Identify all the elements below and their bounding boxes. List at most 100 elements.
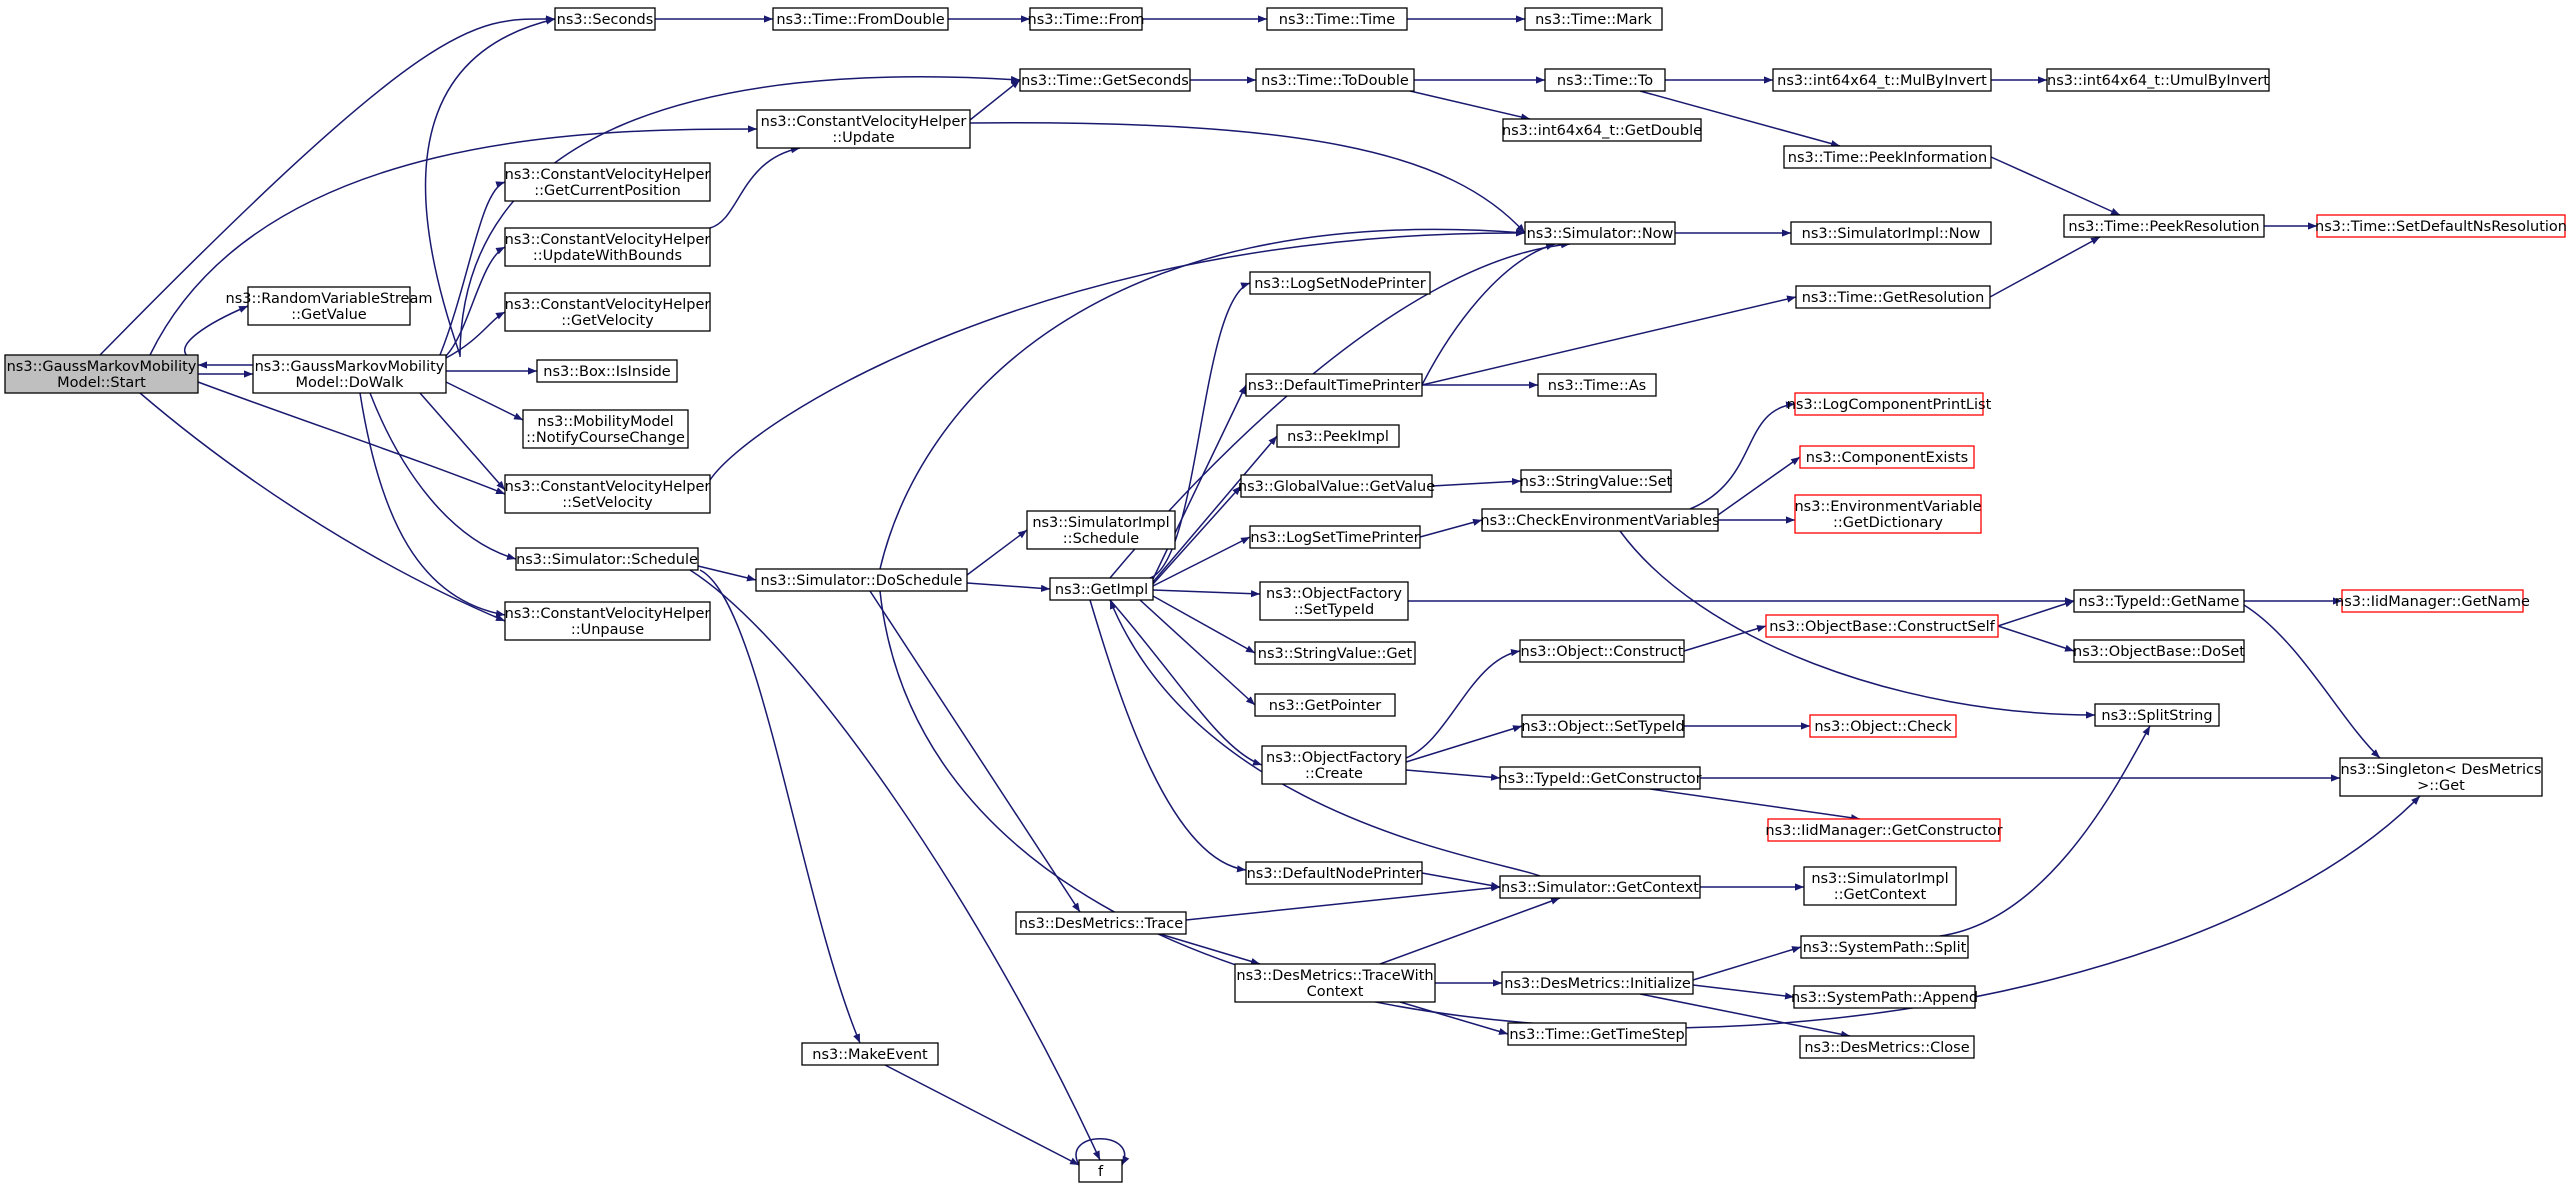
node-f[interactable]: f	[1078, 1159, 1123, 1183]
node-box	[1078, 1159, 1123, 1183]
node-mm[interactable]: ns3::MobilityModel::NotifyCourseChange	[522, 409, 689, 449]
node-box	[1502, 118, 1702, 142]
node-cvh_sv[interactable]: ns3::ConstantVelocityHelper::SetVelocity	[504, 474, 711, 514]
node-checkenv[interactable]: ns3::CheckEnvironmentVariables	[1480, 508, 1720, 532]
node-box	[1783, 145, 1992, 169]
node-umulbyinv[interactable]: ns3::int64x64_t::UmulByInvert	[2046, 68, 2270, 92]
node-box	[1544, 68, 1666, 92]
edge-getimpl-to-ofcreate	[1109, 599, 1263, 766]
node-getres[interactable]: ns3::Time::GetResolution	[1795, 285, 1991, 309]
node-to[interactable]: ns3::Time::To	[1544, 68, 1666, 92]
node-iidgetname[interactable]: ns3::IidManager::GetName	[2335, 589, 2530, 613]
node-gvgetvalue[interactable]: ns3::GlobalValue::GetValue	[1238, 474, 1435, 498]
edge-dminit-to-spsplit	[1692, 946, 1802, 981]
node-compexists[interactable]: ns3::ComponentExists	[1799, 445, 1975, 469]
edge-makeevent-to-f	[884, 1064, 1080, 1166]
node-box	[1245, 861, 1423, 885]
node-box	[4, 354, 199, 394]
node-seconds[interactable]: ns3::Seconds	[554, 7, 656, 31]
node-obdoset[interactable]: ns3::ObjectBase::DoSet	[2073, 639, 2245, 663]
node-getdouble[interactable]: ns3::int64x64_t::GetDouble	[1502, 118, 1702, 142]
node-rvs[interactable]: ns3::RandomVariableStream::GetValue	[226, 286, 433, 326]
node-label: ns3::SystemPath::Append	[1791, 990, 1978, 1006]
node-logsetnode[interactable]: ns3::LogSetNodePrinter	[1249, 271, 1431, 295]
edge-simgetctx-to-getimpl	[1109, 599, 1541, 877]
node-objcheck[interactable]: ns3::Object::Check	[1809, 714, 1957, 738]
node-box[interactable]: ns3::Box::IsInside	[536, 359, 678, 383]
node-logsettime[interactable]: ns3::LogSetTimePrinter	[1249, 525, 1421, 549]
node-from[interactable]: ns3::Time::From	[1028, 7, 1145, 31]
node-simimplsched[interactable]: ns3::SimulatorImpl::Schedule	[1026, 510, 1176, 550]
node-dmtrace[interactable]: ns3::DesMetrics::Trace	[1015, 911, 1187, 935]
node-deftime[interactable]: ns3::DefaultTimePrinter	[1245, 373, 1423, 397]
node-label: ::NotifyCourseChange	[526, 430, 685, 446]
node-defnode[interactable]: ns3::DefaultNodePrinter	[1245, 861, 1423, 885]
node-dmclose[interactable]: ns3::DesMetrics::Close	[1799, 1035, 1975, 1059]
node-peekimpl[interactable]: ns3::PeekImpl	[1276, 424, 1400, 448]
node-obconstructself[interactable]: ns3::ObjectBase::ConstructSelf	[1765, 614, 1999, 638]
node-box	[2341, 589, 2524, 613]
node-envvar[interactable]: ns3::EnvironmentVariable::GetDictionary	[1794, 494, 1982, 534]
node-cvh_gv[interactable]: ns3::ConstantVelocityHelper::GetVelocity	[504, 292, 711, 332]
node-box	[504, 474, 711, 514]
node-mark[interactable]: ns3::Time::Mark	[1524, 7, 1663, 31]
node-iidgetctor[interactable]: ns3::IidManager::GetConstructor	[1765, 818, 2003, 842]
node-box	[1499, 875, 1701, 899]
node-dosched[interactable]: ns3::Simulator::DoSchedule	[755, 568, 968, 592]
node-label: ns3::Time::PeekInformation	[1788, 150, 1987, 166]
node-timeas[interactable]: ns3::Time::As	[1537, 373, 1657, 397]
node-simgetctx[interactable]: ns3::Simulator::GetContext	[1499, 875, 1701, 899]
node-box	[504, 292, 711, 332]
node-getpointer[interactable]: ns3::GetPointer	[1254, 693, 1396, 717]
edge-dmtracectx-to-gettimestep	[1399, 1001, 1509, 1035]
node-time[interactable]: ns3::Time::Time	[1266, 7, 1408, 31]
node-cvh_gcp[interactable]: ns3::ConstantVelocityHelper::GetCurrentP…	[504, 162, 711, 202]
node-getimpl[interactable]: ns3::GetImpl	[1049, 577, 1154, 601]
node-label: ns3::SystemPath::Split	[1803, 940, 1967, 956]
node-tidgetname[interactable]: ns3::TypeId::GetName	[2073, 589, 2245, 613]
edge-dowalk-to-cvh_uwb	[445, 246, 506, 357]
node-peekres[interactable]: ns3::Time::PeekResolution	[2063, 214, 2265, 238]
edge-logsettime-to-checkenv	[1419, 518, 1483, 538]
node-box	[1507, 1022, 1687, 1046]
node-ofsettid[interactable]: ns3::ObjectFactory::SetTypeId	[1259, 581, 1409, 621]
node-setdefres[interactable]: ns3::Time::SetDefaultNsResolution	[2315, 214, 2567, 238]
node-tidgetctor[interactable]: ns3::TypeId::GetConstructor	[1498, 766, 1702, 790]
node-sim_sched[interactable]: ns3::Simulator::Schedule	[515, 547, 699, 571]
node-svget[interactable]: ns3::StringValue::Get	[1254, 641, 1416, 665]
node-label: ns3::Time::Time	[1279, 12, 1396, 28]
node-label: ns3::Time::ToDouble	[1261, 73, 1409, 89]
node-spsplit[interactable]: ns3::SystemPath::Split	[1800, 935, 1969, 959]
node-simnow[interactable]: ns3::Simulator::Now	[1524, 221, 1676, 245]
node-cvh_unp[interactable]: ns3::ConstantVelocityHelper::Unpause	[504, 601, 711, 641]
node-cvh_uwb[interactable]: ns3::ConstantVelocityHelper::UpdateWithB…	[504, 227, 711, 267]
node-simimplnow[interactable]: ns3::SimulatorImpl::Now	[1790, 221, 1992, 245]
node-todouble[interactable]: ns3::Time::ToDouble	[1255, 68, 1415, 92]
node-ofcreate[interactable]: ns3::ObjectFactory::Create	[1261, 745, 1407, 785]
node-mulbyinv[interactable]: ns3::int64x64_t::MulByInvert	[1772, 68, 1992, 92]
node-label: ns3::EnvironmentVariable	[1794, 499, 1981, 515]
node-logcomp[interactable]: ns3::LogComponentPrintList	[1787, 392, 1992, 416]
node-fromdouble[interactable]: ns3::Time::FromDouble	[772, 7, 949, 31]
node-box	[247, 286, 411, 326]
node-label: ns3::int64x64_t::MulByInvert	[1777, 73, 1987, 89]
node-simimplgetctx[interactable]: ns3::SimulatorImpl::GetContext	[1803, 866, 1957, 906]
node-getsec[interactable]: ns3::Time::GetSeconds	[1019, 68, 1191, 92]
node-dminit[interactable]: ns3::DesMetrics::Initialize	[1501, 971, 1694, 995]
node-box	[1015, 911, 1187, 935]
node-label: ns3::GaussMarkovMobility	[255, 359, 445, 375]
node-svset[interactable]: ns3::StringValue::Set	[1520, 469, 1673, 493]
node-makeevent[interactable]: ns3::MakeEvent	[801, 1042, 939, 1066]
node-label: ns3::Time::GetTimeStep	[1509, 1027, 1684, 1043]
node-peekinfo[interactable]: ns3::Time::PeekInformation	[1783, 145, 1992, 169]
node-cvh_upd[interactable]: ns3::ConstantVelocityHelper::Update	[756, 109, 971, 149]
node-splitstring[interactable]: ns3::SplitString	[2094, 703, 2220, 727]
node-gettimestep[interactable]: ns3::Time::GetTimeStep	[1507, 1022, 1687, 1046]
node-objconstruct[interactable]: ns3::Object::Construct	[1519, 639, 1685, 663]
node-objsettid[interactable]: ns3::Object::SetTypeId	[1521, 714, 1685, 738]
node-spappend[interactable]: ns3::SystemPath::Append	[1791, 985, 1978, 1009]
node-singleton[interactable]: ns3::Singleton< DesMetrics>::Get	[2339, 757, 2543, 797]
